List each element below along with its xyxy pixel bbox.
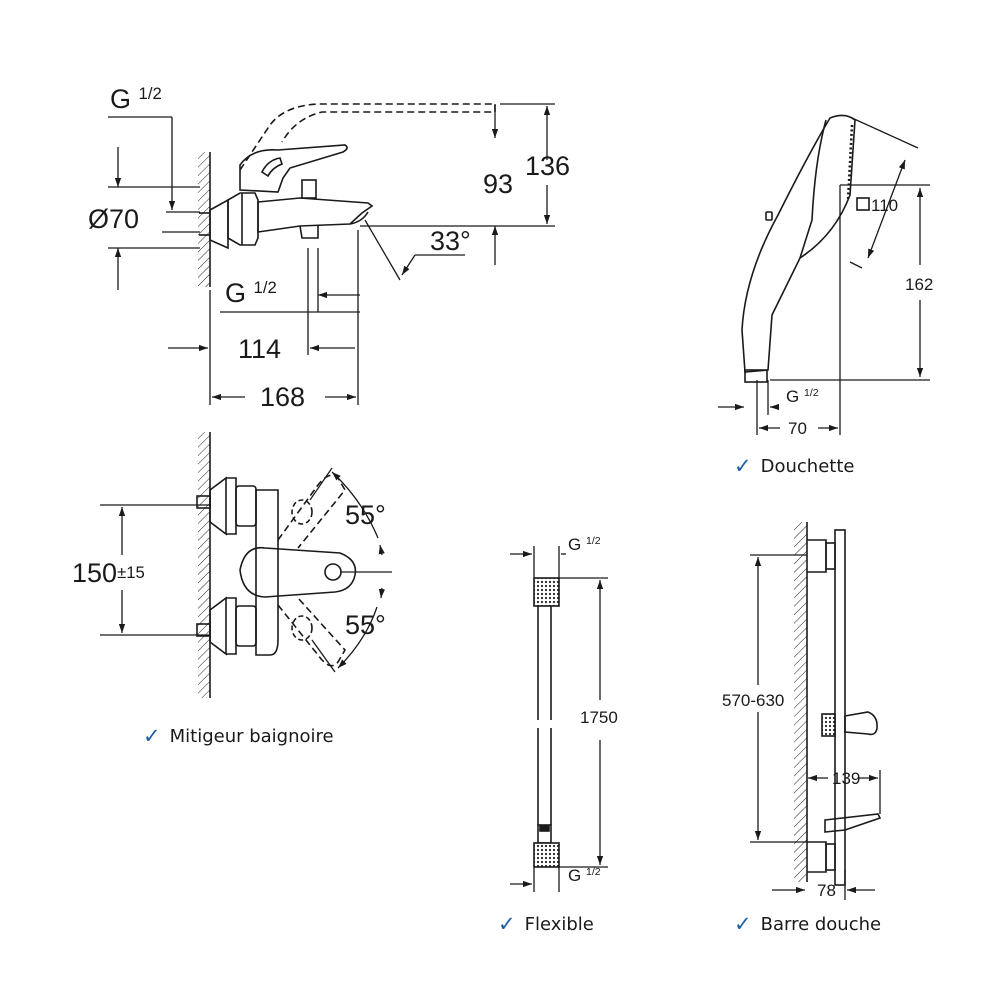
handshower-view bbox=[741, 114, 856, 383]
nozzle-ring bbox=[846, 124, 854, 201]
mixer-side-view bbox=[198, 103, 496, 287]
diverter-knob bbox=[301, 179, 317, 199]
rail-view bbox=[794, 522, 882, 886]
svg-text:110: 110 bbox=[871, 196, 898, 215]
mixer-dimensions bbox=[108, 103, 555, 405]
mixer-dimension-labels: G 1/2 Ø70 93 136 33° G 1/2 114 168 bbox=[88, 84, 570, 412]
svg-text:55°: 55° bbox=[345, 610, 386, 640]
svg-text:G 1/2: G 1/2 bbox=[568, 866, 601, 885]
rail-bracket-top bbox=[807, 539, 827, 573]
lever-top bbox=[239, 546, 357, 598]
handshower-connector bbox=[744, 369, 768, 383]
rail-labels: 570-630 139 78 bbox=[722, 691, 860, 900]
mixer-caption: ✓ Mitigeur baignoire bbox=[143, 724, 334, 748]
svg-text:570-630: 570-630 bbox=[722, 691, 784, 710]
slider-holder bbox=[844, 711, 878, 736]
svg-text:139: 139 bbox=[832, 769, 860, 788]
hose-dimensions bbox=[510, 546, 608, 892]
checkmark-icon: ✓ bbox=[734, 454, 752, 478]
svg-text:78: 78 bbox=[817, 881, 836, 900]
mixer-top-dimensions bbox=[100, 467, 392, 673]
wall-section-rail bbox=[794, 522, 807, 882]
square-icon bbox=[856, 197, 870, 211]
handshower-labels: 110 162 G 1/2 70 bbox=[786, 196, 933, 438]
checkmark-icon: ✓ bbox=[498, 912, 516, 936]
slider bbox=[821, 713, 836, 737]
checkmark-icon: ✓ bbox=[143, 724, 161, 748]
mixer-caption-label: Mitigeur baignoire bbox=[169, 726, 334, 747]
svg-text:33°: 33° bbox=[430, 226, 471, 256]
wall-section-top bbox=[198, 432, 210, 698]
hose-caption-label: Flexible bbox=[524, 914, 594, 935]
svg-text:G 1/2: G 1/2 bbox=[568, 535, 601, 554]
rail-caption: ✓ Barre douche bbox=[734, 912, 882, 936]
rail-dimensions bbox=[750, 554, 881, 900]
mixer-body bbox=[257, 197, 374, 233]
svg-text:114: 114 bbox=[238, 334, 281, 364]
connector-nut bbox=[227, 192, 259, 246]
handshower-dimensions bbox=[718, 117, 930, 435]
handshower-caption: ✓ Douchette bbox=[734, 454, 855, 478]
mixer-top-view bbox=[196, 432, 357, 698]
hose-view bbox=[533, 577, 560, 868]
svg-text:70: 70 bbox=[788, 419, 807, 438]
mixer-body-top bbox=[255, 489, 279, 656]
svg-text:93: 93 bbox=[483, 169, 513, 199]
soap-dish bbox=[824, 813, 882, 833]
svg-text:168: 168 bbox=[260, 382, 305, 412]
mixer-top-labels: 150±15 55° 55° bbox=[72, 500, 386, 640]
handshower-body bbox=[741, 114, 856, 373]
lever-alt-position bbox=[239, 103, 496, 171]
hose-nut-bottom bbox=[533, 842, 560, 868]
svg-text:136: 136 bbox=[525, 151, 570, 181]
hose-caption: ✓ Flexible bbox=[498, 912, 594, 936]
lever-handle bbox=[239, 144, 348, 193]
rail-caption-label: Barre douche bbox=[760, 914, 882, 935]
rail-bracket-bottom bbox=[807, 841, 827, 873]
svg-text:55°: 55° bbox=[345, 500, 386, 530]
wall-section bbox=[198, 152, 210, 287]
svg-text:1750: 1750 bbox=[580, 708, 618, 727]
wall-flange bbox=[209, 198, 229, 250]
svg-text:150±15: 150±15 bbox=[72, 558, 145, 588]
spout-outlet bbox=[299, 225, 319, 239]
svg-text:G 1/2: G 1/2 bbox=[110, 84, 162, 114]
svg-text:Ø70: Ø70 bbox=[88, 204, 139, 234]
svg-text:G 1/2: G 1/2 bbox=[225, 278, 277, 308]
handshower-caption-label: Douchette bbox=[760, 456, 855, 477]
svg-text:G 1/2: G 1/2 bbox=[786, 387, 819, 406]
hose-nut-top bbox=[533, 577, 560, 607]
rail-bar bbox=[834, 529, 846, 886]
hose-labels: G 1/2 1750 G 1/2 bbox=[568, 535, 618, 885]
checkmark-icon: ✓ bbox=[734, 912, 752, 936]
svg-text:162: 162 bbox=[905, 275, 933, 294]
